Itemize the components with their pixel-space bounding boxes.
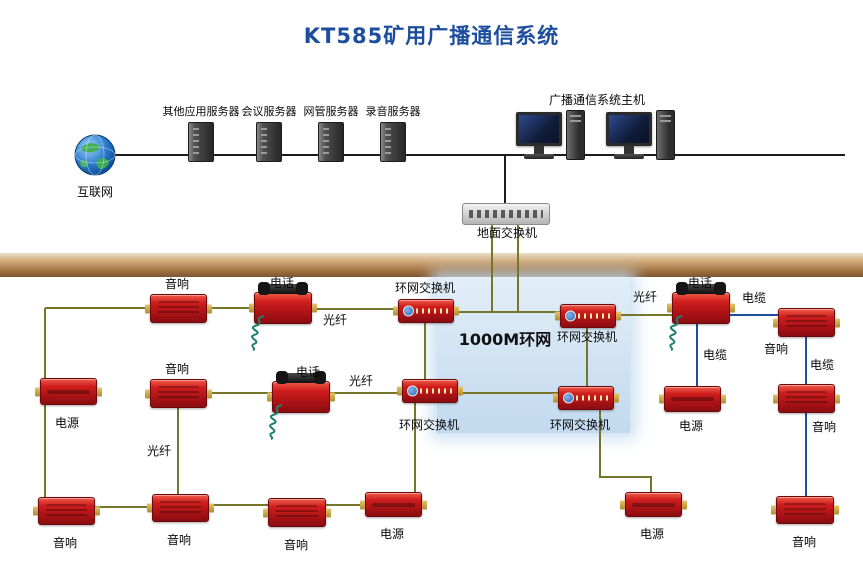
speaker-grill (160, 501, 201, 515)
server-label: 网管服务器 (303, 105, 359, 118)
phone-cord-icon (251, 315, 265, 351)
server-label: 录音服务器 (365, 105, 421, 118)
phone-cord-icon (269, 404, 283, 440)
power-device (365, 492, 422, 517)
speaker-grill (786, 315, 827, 330)
server-network-mgmt: 网管服务器 (296, 103, 366, 162)
speaker-grill (784, 503, 826, 517)
tower-icon (566, 110, 585, 160)
server-recording: 录音服务器 (358, 103, 428, 162)
switch-ports (416, 308, 448, 314)
phone-label: 电话 (296, 365, 321, 379)
server-tower-icon (256, 122, 282, 162)
ring-switch-label: 环网交换机 (399, 418, 460, 432)
fiber-label: 光纤 (323, 313, 348, 327)
switch-logo-icon (563, 392, 574, 404)
fiber-label: 光纤 (147, 444, 172, 458)
ring-switch-device (558, 386, 614, 410)
ring-switch-device (402, 379, 458, 403)
phone-handset-icon (676, 282, 726, 295)
monitor-icon (606, 112, 652, 160)
phone-handset-icon (258, 282, 308, 295)
power-stripe (372, 502, 415, 507)
speaker-grill (46, 504, 87, 518)
power-label: 电源 (380, 527, 405, 541)
speaker-label: 音响 (167, 533, 192, 547)
host-label: 广播通信系统主机 (549, 93, 646, 107)
speaker-device (150, 379, 207, 408)
switch-logo-icon (407, 385, 418, 397)
phone-device (251, 282, 312, 351)
host-computer-2 (606, 110, 675, 160)
speaker-grill (158, 301, 199, 316)
speaker-grill (158, 386, 199, 401)
speaker-device (150, 294, 207, 323)
power-label: 电源 (679, 419, 704, 433)
ring-switch-label: 环网交换机 (550, 418, 611, 432)
server-tower-icon (318, 122, 344, 162)
power-device (625, 492, 682, 517)
internet-globe-icon (73, 133, 117, 177)
phone-device (669, 282, 730, 351)
power-stripe (47, 389, 90, 394)
speaker-grill (786, 391, 827, 406)
speaker-label: 音响 (764, 342, 789, 356)
speaker-device (776, 496, 834, 524)
fiber-label: 光纤 (349, 374, 374, 388)
speaker-device (152, 494, 209, 522)
ring-switch-device (560, 304, 616, 328)
switch-logo-icon (565, 310, 576, 322)
switch-ports (578, 313, 610, 319)
cable-label: 电缆 (742, 291, 767, 305)
server-other-apps: 其他应用服务器 (158, 103, 244, 162)
speaker-device (778, 384, 835, 413)
ground-switch-label: 地面交换机 (477, 226, 538, 240)
power-stripe (671, 397, 714, 401)
power-device (664, 386, 721, 412)
fiber-label: 光纤 (633, 290, 658, 304)
switch-ports (576, 395, 608, 401)
monitor-icon (516, 112, 562, 160)
power-stripe (632, 502, 675, 507)
speaker-label: 音响 (165, 277, 190, 291)
phone-device (269, 371, 330, 440)
server-label: 其他应用服务器 (162, 105, 240, 118)
speaker-label: 音响 (53, 536, 78, 550)
host-computer-1 (516, 110, 585, 160)
power-label: 电源 (640, 527, 665, 541)
phone-label: 电话 (270, 276, 295, 290)
ring-switch-device (398, 299, 454, 323)
page-title: KT585矿用广播通信系统 (303, 24, 560, 48)
power-device (40, 378, 97, 405)
server-tower-icon (188, 122, 214, 162)
cable-label: 电缆 (810, 358, 835, 372)
ground-surface-divider (0, 253, 863, 277)
server-tower-icon (380, 122, 406, 162)
cable-label: 电缆 (703, 348, 728, 362)
switch-ports (420, 388, 452, 394)
speaker-device (38, 497, 95, 525)
ring-network-label: 1000M环网 (458, 330, 552, 349)
ring-switch-label: 环网交换机 (557, 330, 618, 344)
tower-icon (656, 110, 675, 160)
switch-logo-icon (403, 305, 414, 317)
server-conference: 会议服务器 (234, 103, 304, 162)
internet-label: 互联网 (77, 185, 114, 199)
ground-switch-icon (462, 203, 550, 225)
ring-switch-label: 环网交换机 (395, 281, 456, 295)
speaker-device (268, 498, 326, 527)
speaker-label: 音响 (812, 420, 837, 434)
switch-ports (469, 210, 543, 218)
phone-handset-icon (276, 371, 326, 384)
phone-cord-icon (669, 315, 683, 351)
speaker-device (778, 308, 835, 337)
speaker-label: 音响 (792, 535, 817, 549)
speaker-label: 音响 (165, 362, 190, 376)
power-label: 电源 (55, 416, 80, 430)
speaker-label: 音响 (284, 538, 309, 552)
server-label: 会议服务器 (241, 105, 297, 118)
phone-label: 电话 (688, 276, 713, 290)
speaker-grill (276, 505, 318, 520)
